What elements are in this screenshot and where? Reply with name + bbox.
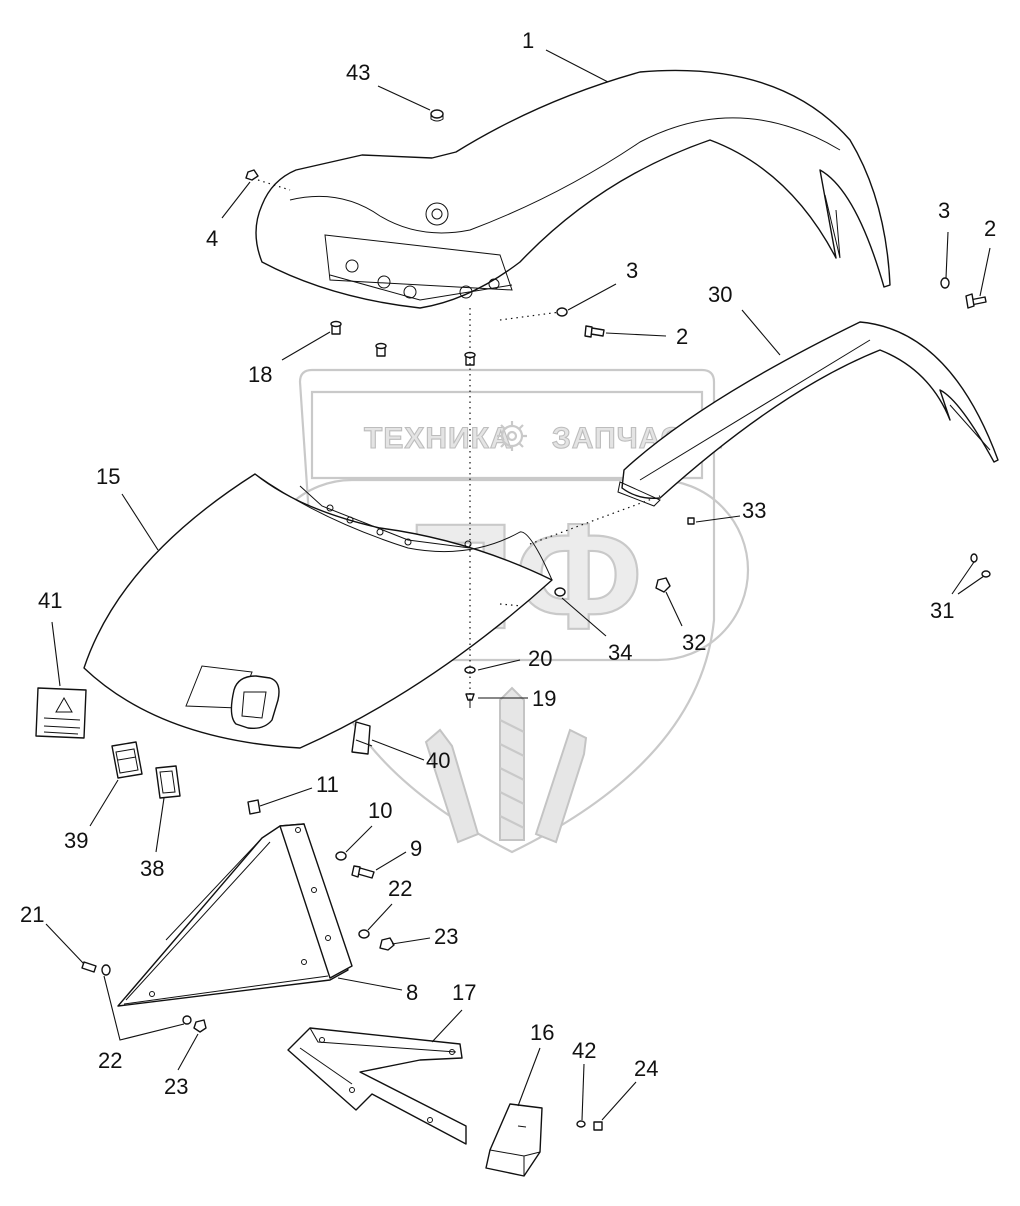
part-3-washer-lower: [556, 307, 568, 317]
watermark-wheat-icon: [424, 686, 588, 844]
callout-1: 1: [522, 28, 534, 53]
callout-30: 30: [708, 282, 732, 307]
callout-20: 20: [528, 646, 552, 671]
callout-31: 31: [930, 598, 954, 623]
callout-23-left: 23: [164, 1074, 188, 1099]
part-23-nut-right: [379, 937, 395, 951]
part-24-screw: [593, 1121, 603, 1131]
assembly-lines: [257, 179, 661, 700]
part-1-upper-fender: [255, 69, 891, 309]
part-22-washer-right: [358, 929, 370, 939]
callout-43: 43: [346, 60, 370, 85]
callout-41: 41: [38, 588, 62, 613]
callout-34: 34: [608, 640, 632, 665]
callout-22-left: 22: [98, 1048, 122, 1073]
watermark-gear-icon: [497, 421, 527, 451]
part-38-lens: [155, 765, 181, 799]
part-4-nut: [245, 169, 259, 181]
part-42-washer: [576, 1120, 586, 1128]
callout-24: 24: [634, 1056, 658, 1081]
part-9-bolt: [351, 865, 375, 879]
callout-38: 38: [140, 856, 164, 881]
leader-lines: [45, 49, 991, 1121]
callout-42: 42: [572, 1038, 596, 1063]
watermark-text-left: ТЕХНИКА: [364, 422, 513, 455]
part-10-washer: [335, 851, 347, 861]
callout-23-right: 23: [434, 924, 458, 949]
part-34-washer: [554, 587, 566, 597]
callout-4: 4: [206, 226, 218, 251]
callout-3-lower: 3: [626, 258, 638, 283]
callout-2-upper: 2: [984, 216, 996, 241]
part-2-bolt-upper: [965, 293, 987, 309]
callout-17: 17: [452, 980, 476, 1005]
callout-32: 32: [682, 630, 706, 655]
part-3-washer-upper: [940, 277, 950, 289]
part-39-switch: [111, 741, 143, 779]
part-22-washer-left: [101, 964, 192, 1025]
callout-3-upper: 3: [938, 198, 950, 223]
callout-9: 9: [410, 836, 422, 861]
part-33-clip: [687, 517, 695, 525]
part-2-bolt-lower: [584, 325, 605, 338]
part-32-nut: [655, 577, 671, 593]
part-15-side-panel: [83, 473, 553, 749]
part-23-nut-left: [193, 1019, 207, 1033]
part-11-clip: [247, 799, 261, 815]
part-41-warning-decal: [35, 687, 87, 739]
part-18-inserts: [330, 320, 476, 366]
callout-8: 8: [406, 980, 418, 1005]
part-8-mounting-bracket: [117, 823, 353, 1007]
callout-40: 40: [426, 748, 450, 773]
callout-10: 10: [368, 798, 392, 823]
callout-19: 19: [532, 686, 556, 711]
callout-21: 21: [20, 902, 44, 927]
part-21-bolt: [81, 961, 97, 973]
callout-11: 11: [316, 772, 339, 797]
part-30-rear-fender: [617, 321, 999, 507]
callout-39: 39: [64, 828, 88, 853]
callout-18: 18: [248, 362, 272, 387]
part-16-mount-block: [485, 1103, 543, 1177]
callout-labels: 1 43 4 3 2 3 2 30 18 15 33 31 34 32 20 4…: [20, 28, 996, 1099]
callout-22-right: 22: [388, 876, 412, 901]
part-40-bracket-clip: [351, 721, 373, 755]
part-17-support-bracket: [287, 1027, 467, 1145]
part-43-cap: [430, 109, 444, 122]
part-31-fasteners: [970, 553, 991, 578]
part-19-screw: [465, 693, 475, 708]
callout-2-lower: 2: [676, 324, 688, 349]
callout-33: 33: [742, 498, 766, 523]
callout-15: 15: [96, 464, 120, 489]
callout-16: 16: [530, 1020, 554, 1045]
